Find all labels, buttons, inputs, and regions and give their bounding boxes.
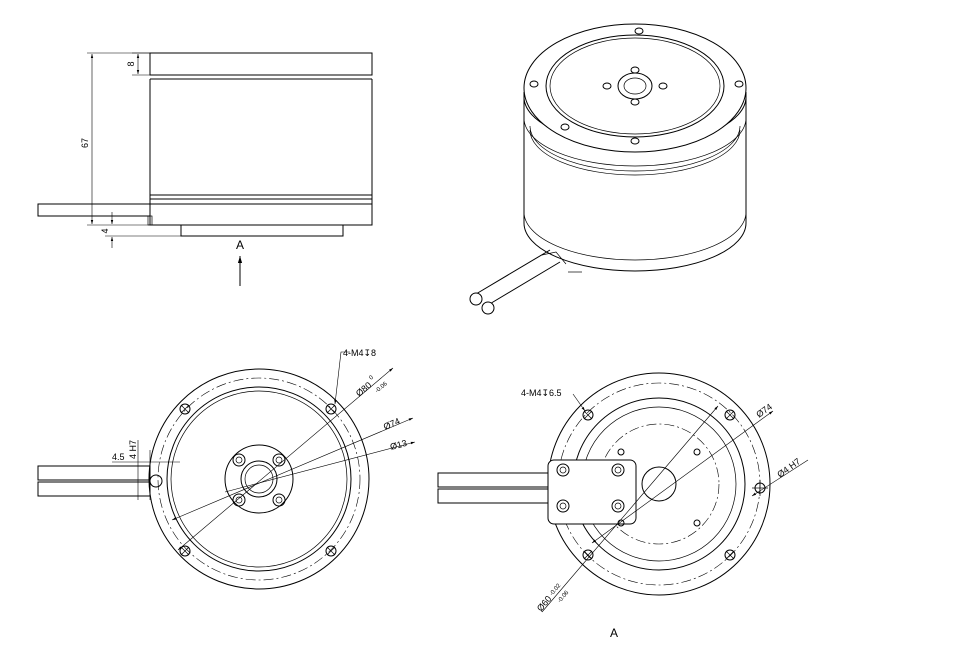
dia-74: Ø74	[382, 416, 402, 432]
cable	[37, 203, 151, 217]
pin-hole	[149, 474, 163, 488]
thread-note-bottom: 4-M4↧6.5	[521, 388, 562, 398]
dia-4h7-a: Ø4 H7	[775, 456, 802, 479]
dia-60-base: Ø60	[535, 594, 554, 613]
dim-67: 67	[80, 138, 90, 148]
dim-4: 4	[100, 228, 110, 233]
top-face	[523, 23, 747, 153]
dim-4-5: 4.5	[112, 452, 125, 462]
side-view: 67 8 4 A	[37, 52, 373, 286]
top-view: 4-M4↧8 Ø80 0 -0.06 Ø74 Ø13 4 H7 4.5	[37, 348, 416, 590]
dia-80-base: Ø80	[354, 380, 373, 399]
center-hole	[240, 460, 278, 498]
thread-note-top: 4-M4↧8	[343, 348, 376, 358]
iso-view	[469, 23, 747, 315]
dim-4h7: 4 H7	[128, 440, 138, 459]
bottom-view: 4-M4↧6.5 Ø74 Ø4 H7 Ø60 -0.02 -0.06 A	[437, 372, 809, 640]
outer-rim	[148, 368, 370, 590]
center-hole-a	[641, 466, 677, 502]
dia-80-lower: -0.06	[374, 381, 389, 395]
view-arrow-label: A	[236, 238, 244, 252]
iso-cable	[475, 249, 561, 306]
dia-13: Ø13	[389, 438, 408, 452]
connector-plate	[547, 459, 637, 525]
view-label-a: A	[610, 626, 618, 640]
top-ring	[149, 52, 373, 76]
dim-8: 8	[126, 61, 136, 66]
dia-80-upper: 0	[368, 374, 375, 381]
dia-74-a: Ø74	[754, 402, 774, 420]
